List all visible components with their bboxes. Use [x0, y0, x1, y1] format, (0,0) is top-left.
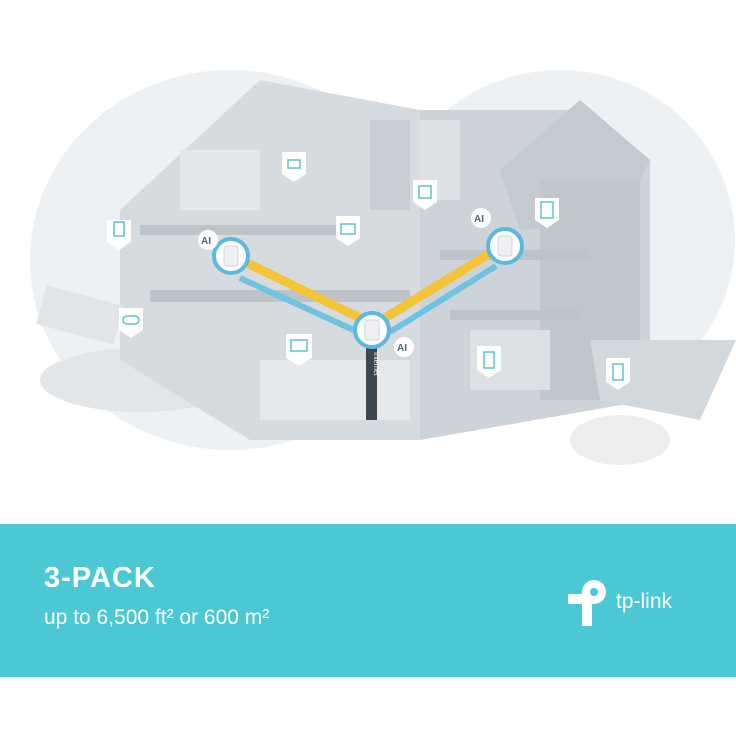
deco-node-right: AI: [471, 208, 524, 265]
ai-label: AI: [397, 343, 407, 354]
phone-icon: [477, 346, 501, 378]
ai-label: AI: [474, 214, 484, 225]
ai-label: AI: [201, 236, 211, 247]
tablet-icon: [535, 198, 559, 228]
cloud-device-icon: [282, 152, 306, 182]
mesh-house-illustration: Internet AI AI AI: [30, 70, 736, 465]
internet-cable: [366, 348, 377, 420]
smart-speaker-icon: [413, 180, 437, 210]
coverage-text: up to 6,500 ft² or 600 m²: [44, 606, 270, 629]
phone-icon: [606, 358, 630, 390]
monitor-icon: [336, 216, 360, 246]
tablet-icon: [107, 220, 131, 250]
deco-node-center: AI: [353, 311, 414, 357]
backhaul-links: [238, 248, 498, 335]
brand-name: tp-link: [616, 590, 673, 613]
deco-node-left: AI: [198, 230, 250, 275]
internet-label: Internet: [372, 352, 379, 376]
gamepad-icon: [119, 308, 143, 338]
tv-icon: [286, 334, 312, 366]
pack-title: 3-PACK: [44, 562, 156, 594]
tp-link-logo-icon: [568, 580, 606, 626]
device-icons: [107, 152, 630, 390]
tp-link-logo: tp-link: [566, 580, 706, 630]
info-banner: 3-PACK up to 6,500 ft² or 600 m² tp-link: [0, 524, 736, 677]
